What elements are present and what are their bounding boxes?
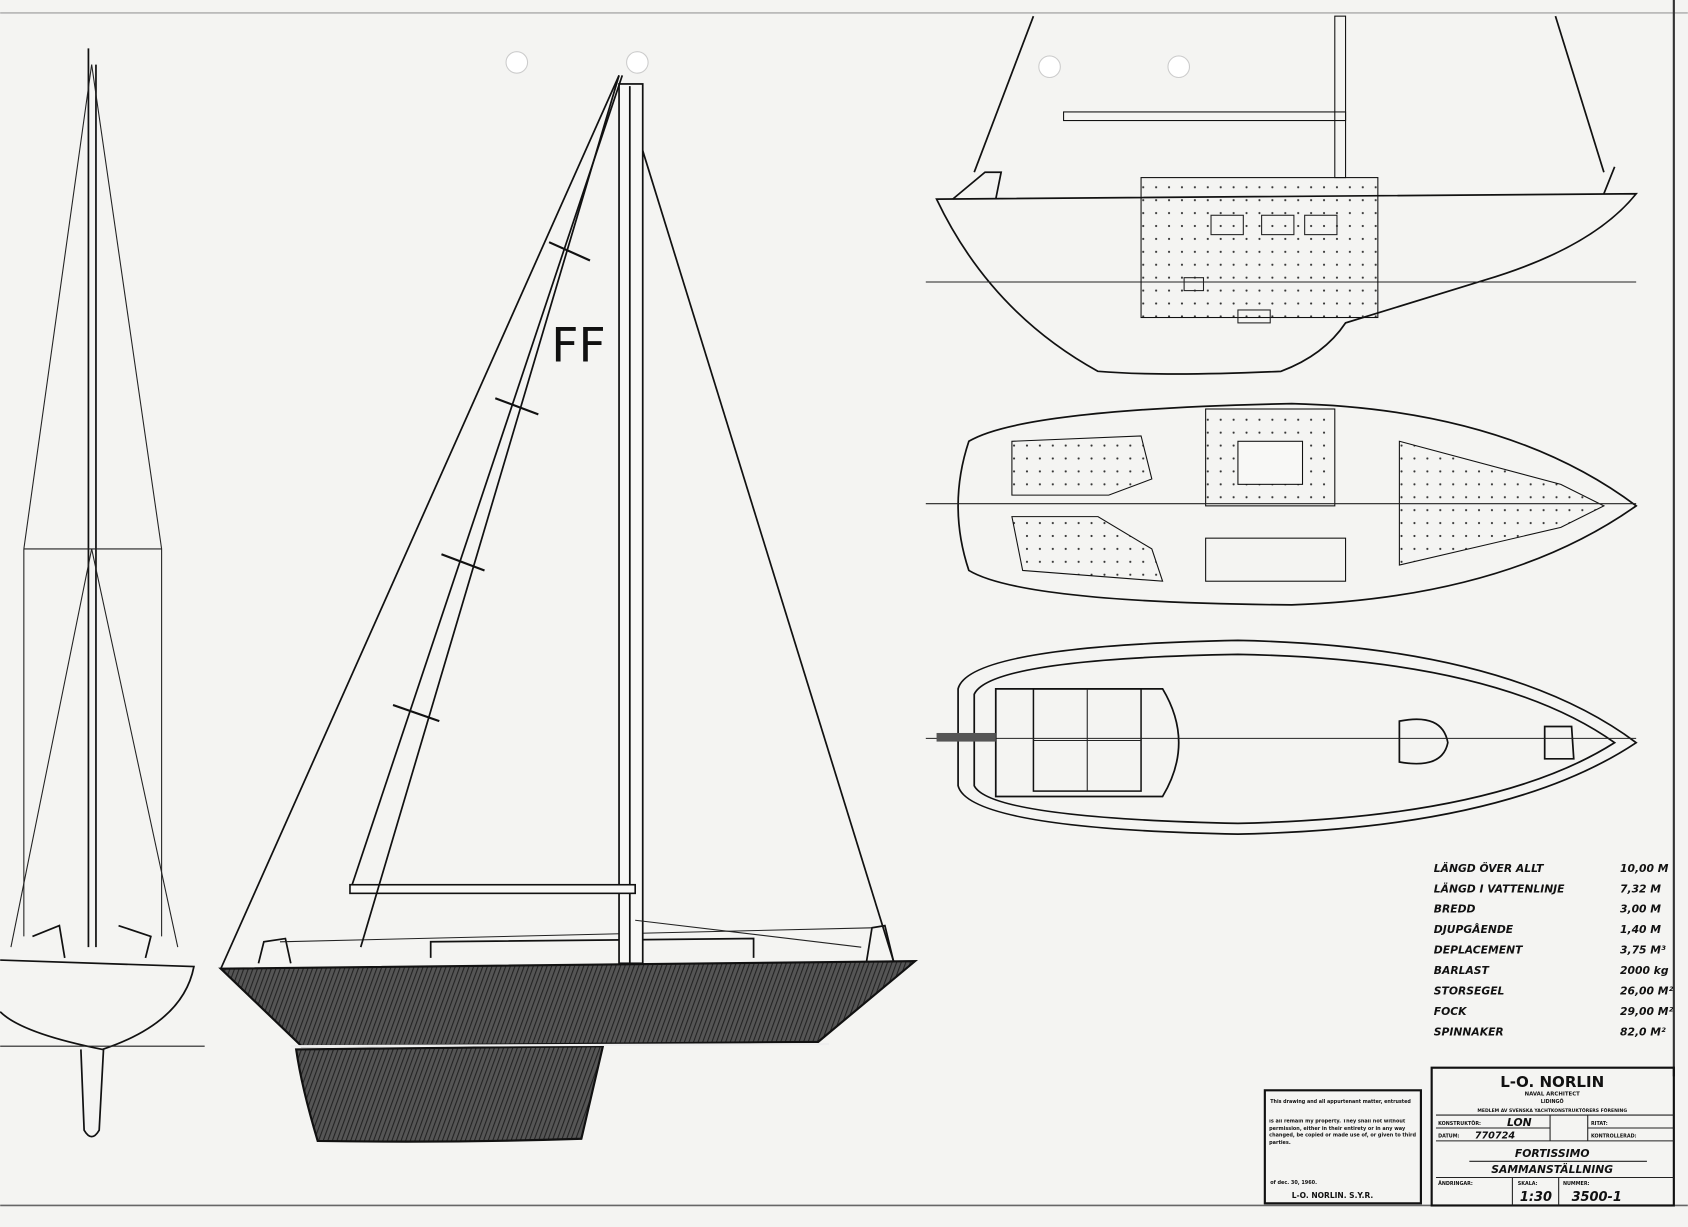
spec-value: 1,40 M bbox=[1620, 923, 1661, 936]
interior-profile bbox=[925, 15, 1638, 375]
spec-value: 29,00 M² bbox=[1620, 1005, 1673, 1018]
spec-value: 3,00 M bbox=[1620, 903, 1661, 916]
spec-label: DEPLACEMENT bbox=[1434, 944, 1524, 957]
spec-label: DJUPGÅENDE bbox=[1434, 923, 1514, 936]
spec-value: 3,75 M³ bbox=[1620, 944, 1666, 957]
copyright-signature: L-O. NORLIN. S.Y.R. bbox=[1292, 1191, 1374, 1200]
spec-label: LÄNGD I VATTENLINJE bbox=[1434, 881, 1565, 895]
number-label: NUMMER: bbox=[1563, 1181, 1590, 1187]
spec-value: 10,00 M bbox=[1620, 862, 1669, 875]
firm-location: LIDINGÖ bbox=[1541, 1098, 1564, 1105]
firm-subtitle: NAVAL ARCHITECT bbox=[1525, 1092, 1581, 1098]
date-value: 770724 bbox=[1475, 1131, 1516, 1142]
copyright-footer: of dec. 30, 1960. bbox=[1270, 1180, 1317, 1186]
spec-value: 7,32 M bbox=[1620, 882, 1661, 895]
punch-holes bbox=[505, 51, 1191, 79]
front-view bbox=[0, 48, 205, 1138]
spec-value: 2000 kg bbox=[1620, 964, 1669, 977]
copyright-heading: This drawing and all appurtenant matter,… bbox=[1270, 1099, 1411, 1105]
membership: MEDLEM AV SVENSKA YACHTKONSTRUKTÖRERS FÖ… bbox=[1477, 1107, 1627, 1114]
spec-value: 82,0 M² bbox=[1620, 1025, 1666, 1038]
spec-label: BREDD bbox=[1434, 903, 1476, 916]
date-label: DATUM: bbox=[1438, 1134, 1459, 1140]
checked-label: KONTROLLERAD: bbox=[1591, 1134, 1637, 1140]
drawing-title: SAMMANSTÄLLNING bbox=[1491, 1162, 1613, 1176]
sail-plan-profile: FF bbox=[218, 74, 919, 1143]
deck-plan bbox=[925, 639, 1638, 836]
spec-label: FOCK bbox=[1434, 1005, 1467, 1018]
spec-label: LÄNGD ÖVER ALLT bbox=[1434, 861, 1545, 875]
drawn-label: RITAT: bbox=[1591, 1121, 1608, 1127]
firm-name: L-O. NORLIN bbox=[1500, 1073, 1604, 1091]
title-block: L-O. NORLIN NAVAL ARCHITECT LIDINGÖ MEDL… bbox=[1430, 1066, 1675, 1207]
designer-label: KONSTRUKTÖR: bbox=[1438, 1120, 1481, 1127]
changes-label: ÄNDRINGAR: bbox=[1438, 1180, 1473, 1187]
number-value: 3500-1 bbox=[1572, 1190, 1622, 1205]
designer-value: LON bbox=[1507, 1116, 1532, 1129]
copyright-notice: This drawing and all appurtenant matter,… bbox=[1263, 1089, 1422, 1205]
scale-value: 1:30 bbox=[1520, 1190, 1552, 1205]
spec-table: LÄNGD ÖVER ALLT 10,00 M LÄNGD I VATTENLI… bbox=[1434, 861, 1674, 1039]
spec-label: SPINNAKER bbox=[1434, 1025, 1504, 1038]
spec-label: STORSEGEL bbox=[1434, 985, 1505, 998]
spec-value: 26,00 M² bbox=[1620, 985, 1673, 998]
spec-label: BARLAST bbox=[1434, 964, 1491, 977]
copyright-body: is all remain my property. They shall no… bbox=[1269, 1119, 1416, 1146]
project-name: FORTISSIMO bbox=[1515, 1147, 1590, 1160]
sail-logo: FF bbox=[551, 319, 605, 374]
scale-label: SKALA: bbox=[1518, 1181, 1538, 1187]
accommodation-plan bbox=[925, 402, 1638, 606]
